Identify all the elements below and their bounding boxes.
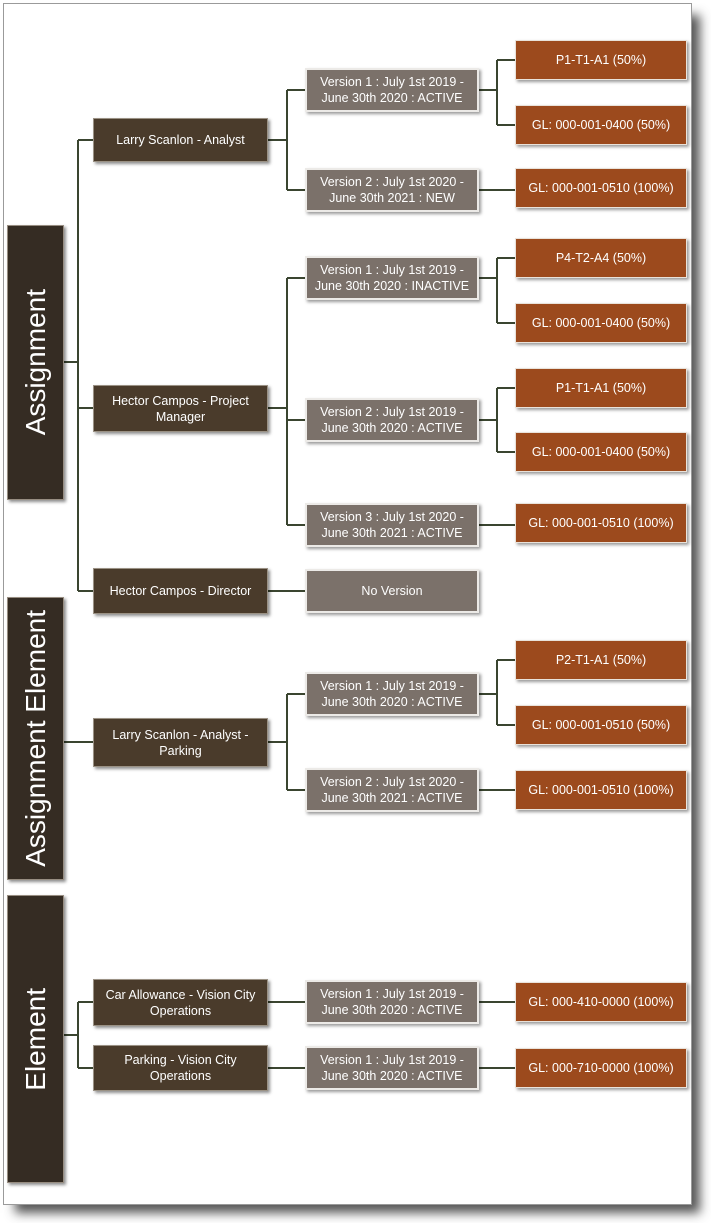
version-box: Version 2 : July 1st 2020 - June 30th 20…: [305, 768, 479, 812]
section-label-assignment-element: Assignment Element: [7, 597, 64, 880]
detail-box: P1-T1-A1 (50%): [515, 40, 687, 80]
detail-box: GL: 000-001-0400 (50%): [515, 432, 687, 472]
entity-box-car-allowance: Car Allowance - Vision City Operations: [93, 979, 268, 1026]
version-box: Version 1 : July 1st 2019 - June 30th 20…: [305, 672, 479, 716]
version-box: Version 2 : July 1st 2020 - June 30th 20…: [305, 168, 479, 212]
version-box: Version 3 : July 1st 2020 - June 30th 20…: [305, 503, 479, 547]
detail-box: P1-T1-A1 (50%): [515, 368, 687, 408]
section-label-text: Element: [19, 987, 51, 1091]
version-box-no-version: No Version: [305, 569, 479, 613]
detail-box: GL: 000-001-0510 (100%): [515, 770, 687, 810]
version-box: Version 1 : July 1st 2019 - June 30th 20…: [305, 1046, 479, 1090]
section-label-element: Element: [7, 895, 64, 1183]
entity-box-larry-analyst: Larry Scanlon - Analyst: [93, 118, 268, 162]
section-label-text: Assignment: [19, 289, 51, 436]
entity-box-parking-element: Parking - Vision City Operations: [93, 1045, 268, 1091]
version-box: Version 2 : July 1st 2019 - June 30th 20…: [305, 398, 479, 442]
detail-box: GL: 000-001-0510 (100%): [515, 503, 687, 543]
entity-box-larry-parking: Larry Scanlon - Analyst - Parking: [93, 718, 268, 767]
version-box: Version 1 : July 1st 2019 - June 30th 20…: [305, 256, 479, 300]
detail-box: GL: 000-410-0000 (100%): [515, 982, 687, 1022]
entity-box-hector-director: Hector Campos - Director: [93, 568, 268, 614]
detail-box: P2-T1-A1 (50%): [515, 640, 687, 680]
entity-box-hector-pm: Hector Campos - Project Manager: [93, 385, 268, 432]
detail-box: GL: 000-710-0000 (100%): [515, 1048, 687, 1088]
detail-box: GL: 000-001-0400 (50%): [515, 105, 687, 145]
detail-box: P4-T2-A4 (50%): [515, 238, 687, 278]
version-box: Version 1 : July 1st 2019 - June 30th 20…: [305, 980, 479, 1024]
section-label-text: Assignment Element: [19, 610, 51, 867]
detail-box: GL: 000-001-0400 (50%): [515, 303, 687, 343]
detail-box: GL: 000-001-0510 (50%): [515, 705, 687, 745]
detail-box: GL: 000-001-0510 (100%): [515, 168, 687, 208]
version-box: Version 1 : July 1st 2019 - June 30th 20…: [305, 68, 479, 112]
section-label-assignment: Assignment: [7, 225, 64, 500]
